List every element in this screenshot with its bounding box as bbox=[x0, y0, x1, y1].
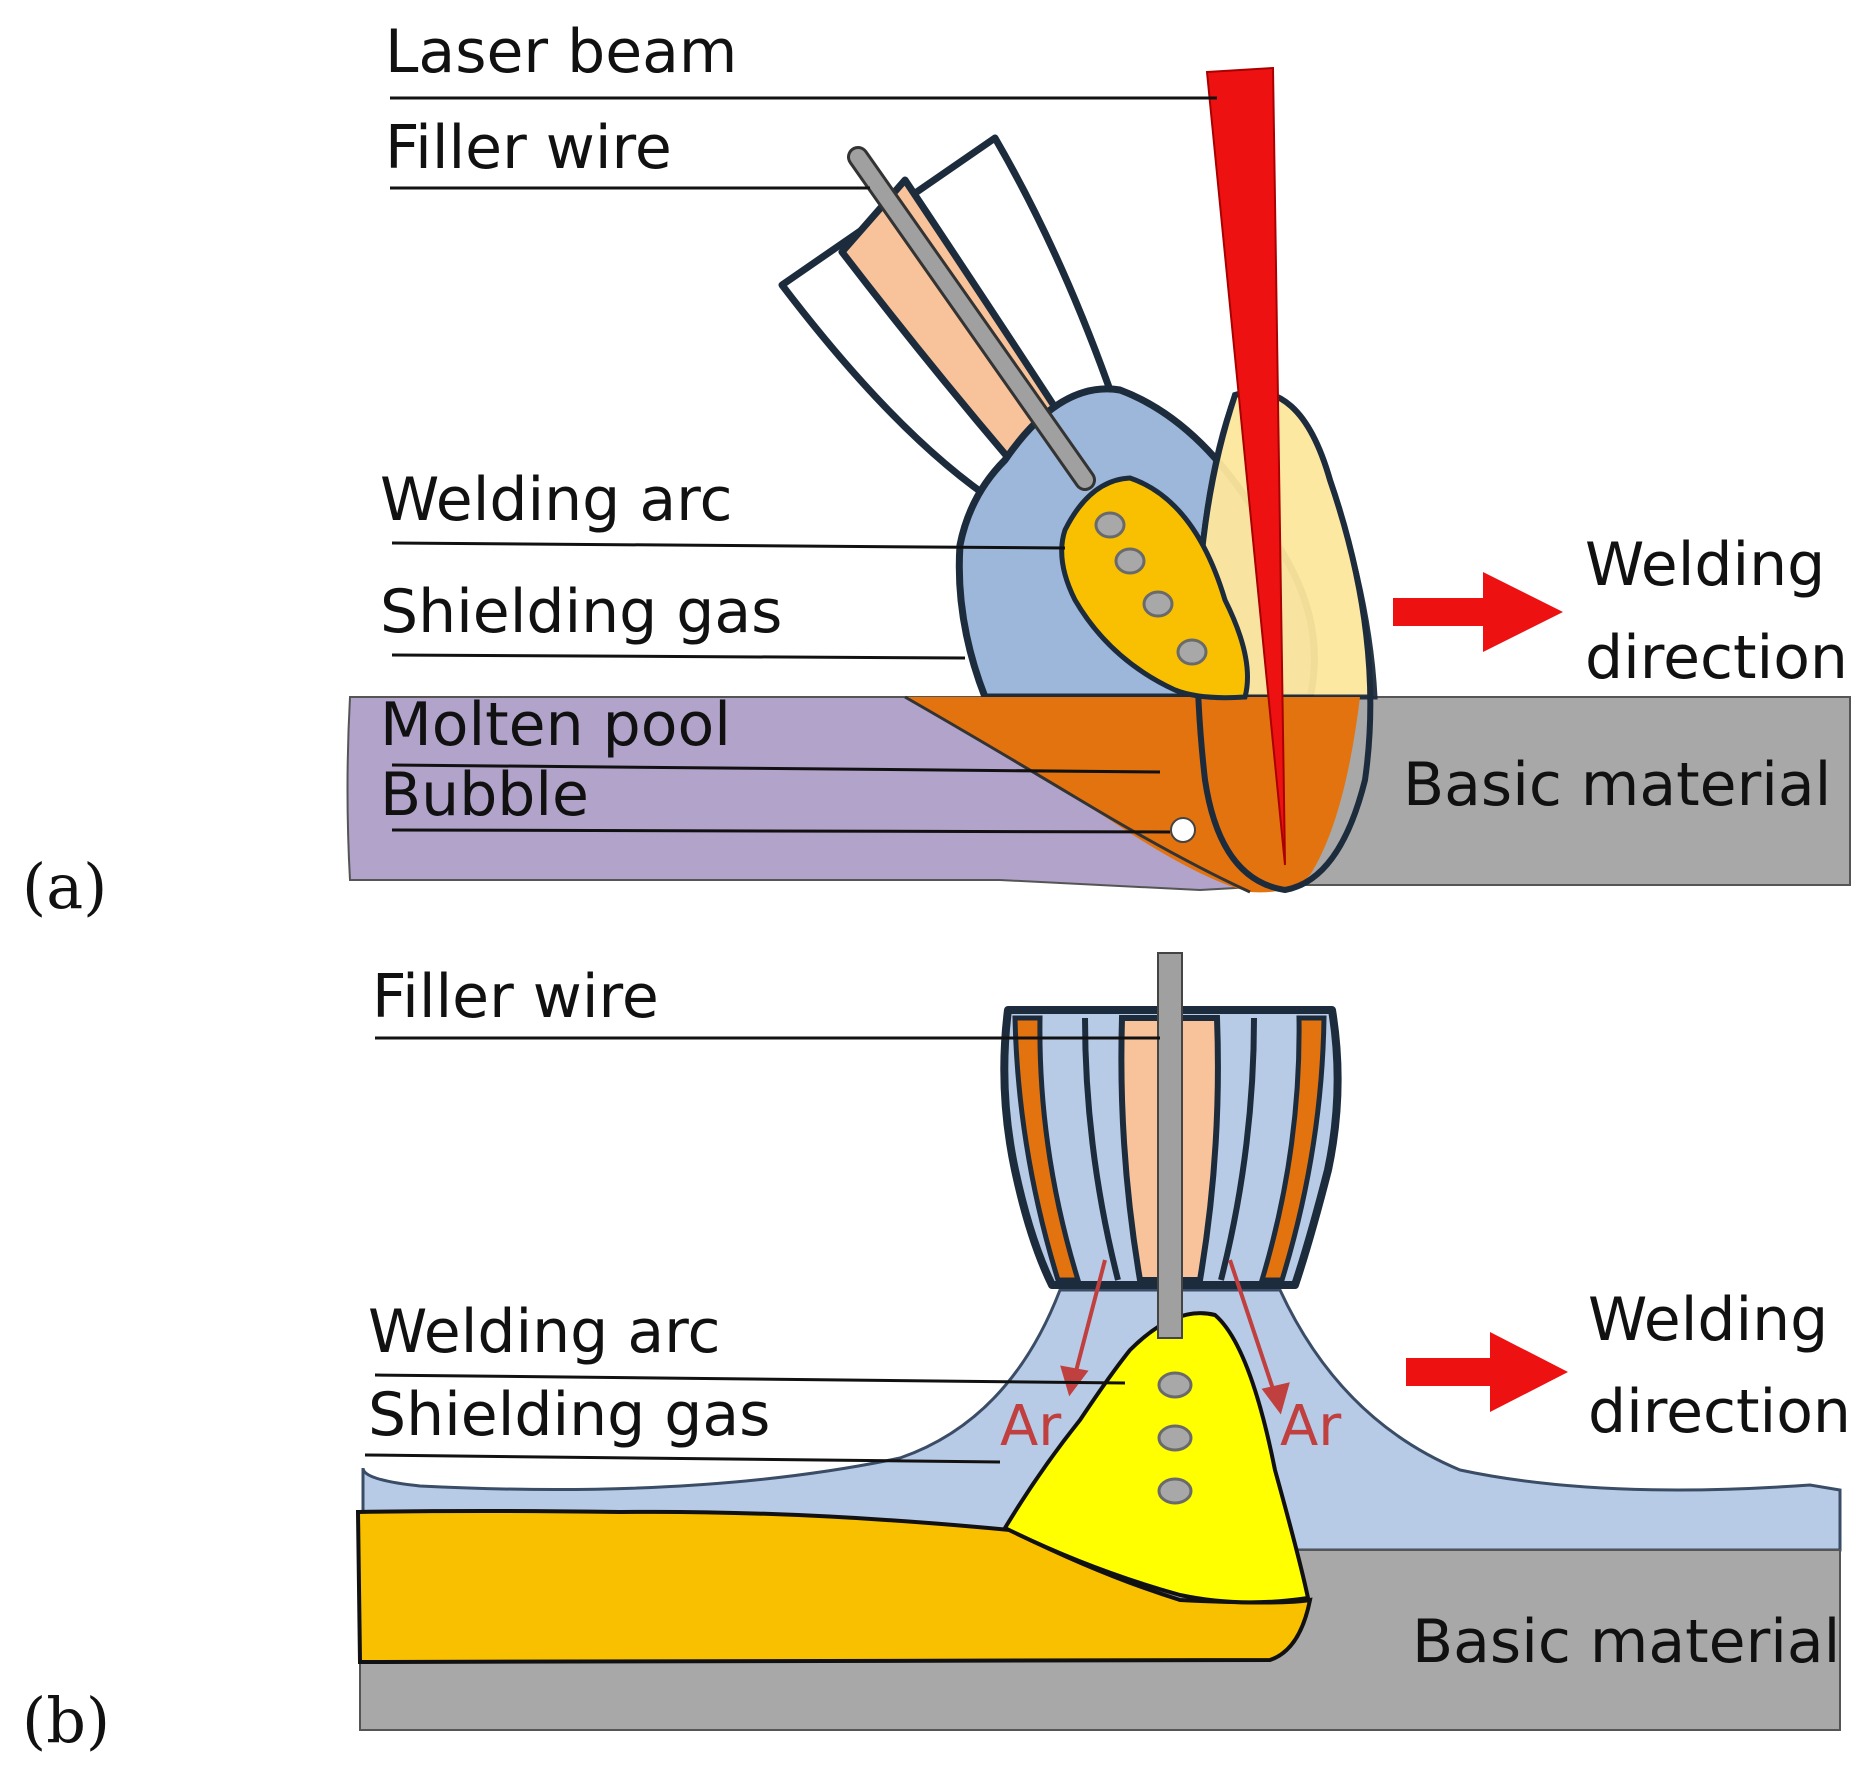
label-bubble: Bubble bbox=[380, 760, 589, 830]
label-basic-material-b: Basic material bbox=[1412, 1607, 1840, 1677]
arc-droplets-b bbox=[1157, 1371, 1193, 1505]
basic-material-a bbox=[1259, 696, 1851, 886]
ar-arrow-right bbox=[1228, 1259, 1277, 1396]
filler-wire-b bbox=[1157, 952, 1183, 1339]
leader-welding-arc-a bbox=[391, 541, 1066, 550]
droplet bbox=[1114, 547, 1146, 575]
molten-pool-a bbox=[905, 697, 1360, 893]
label-shielding-gas-a: Shielding gas bbox=[380, 577, 782, 647]
arc-droplets-a bbox=[1094, 511, 1208, 666]
droplet bbox=[1157, 1477, 1193, 1505]
welding-arc-b bbox=[1002, 1311, 1311, 1605]
droplet bbox=[1157, 1371, 1193, 1399]
label-welding-arc-a: Welding arc bbox=[380, 465, 732, 535]
droplet bbox=[1094, 511, 1126, 539]
label-filler-wire-b: Filler wire bbox=[372, 962, 659, 1032]
leader-bubble bbox=[391, 828, 1171, 834]
welding-direction-arrow-b bbox=[1406, 1332, 1568, 1412]
droplet bbox=[1176, 638, 1208, 666]
label-shielding-gas-b: Shielding gas bbox=[368, 1380, 770, 1450]
laser-beam bbox=[1205, 66, 1286, 866]
label-welding-direction-b-1: Welding bbox=[1588, 1285, 1828, 1355]
leader-shielding-gas-a bbox=[391, 653, 966, 660]
label-welding-arc-b: Welding arc bbox=[368, 1297, 720, 1367]
ar-arrow-left bbox=[1073, 1259, 1107, 1376]
leader-welding-arc-b bbox=[374, 1373, 1126, 1385]
droplet bbox=[1157, 1424, 1193, 1452]
label-filler-wire-a: Filler wire bbox=[385, 113, 672, 183]
panel-a: Laser beam Filler wire Welding arc Shiel… bbox=[22, 17, 1851, 923]
label-welding-direction-a-2: direction bbox=[1585, 623, 1848, 693]
leader-shielding-gas-b bbox=[364, 1453, 1001, 1464]
label-ar-right: Ar bbox=[1280, 1394, 1342, 1459]
nozzle-stripe-right bbox=[1258, 1015, 1327, 1283]
welding-direction-arrow-a bbox=[1393, 572, 1563, 652]
label-basic-material-a: Basic material bbox=[1403, 750, 1831, 820]
panel-b-label: (b) bbox=[22, 1684, 110, 1757]
label-welding-direction-a-1: Welding bbox=[1585, 530, 1825, 600]
label-molten-pool: Molten pool bbox=[380, 690, 731, 760]
nozzle-stripe-left bbox=[1012, 1015, 1082, 1283]
bubble-icon bbox=[1170, 817, 1196, 843]
panel-b: Ar Ar Filler wire Welding arc Shielding … bbox=[22, 952, 1851, 1757]
droplet bbox=[1142, 590, 1174, 618]
label-ar-left: Ar bbox=[1000, 1394, 1062, 1459]
label-laser-beam: Laser beam bbox=[385, 17, 737, 87]
panel-a-label: (a) bbox=[22, 850, 107, 923]
leader-molten-pool bbox=[391, 763, 1161, 774]
label-welding-direction-b-2: direction bbox=[1588, 1377, 1851, 1447]
